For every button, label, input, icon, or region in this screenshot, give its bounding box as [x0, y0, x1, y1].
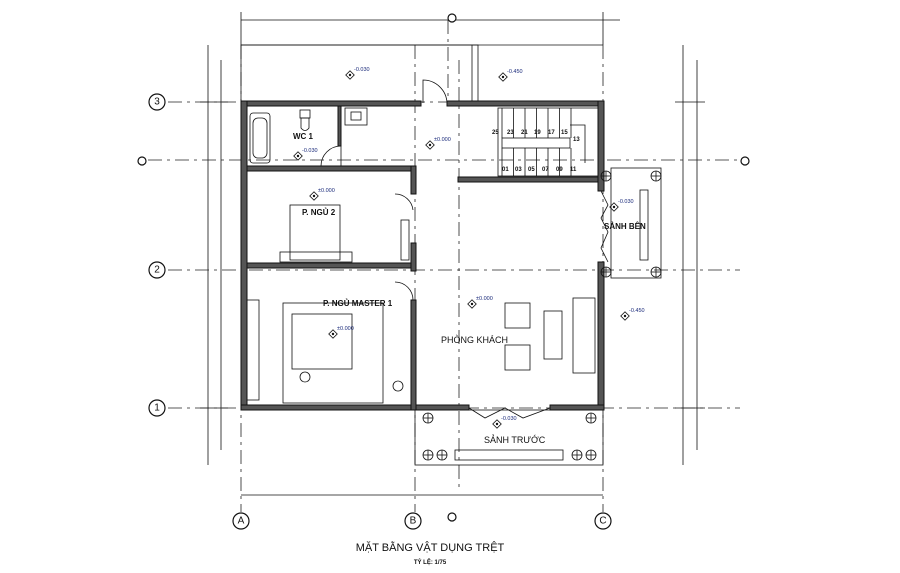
column-icon	[600, 170, 612, 182]
svg-text:A: A	[238, 516, 245, 527]
svg-text:01: 01	[502, 167, 509, 173]
level-marker: -0.030	[345, 67, 370, 80]
level-marker: ±0.000	[309, 188, 335, 201]
column-icon	[571, 449, 583, 461]
column-icon	[600, 266, 612, 278]
svg-text:2: 2	[154, 265, 160, 276]
room-label-bedroom-2: P. NGỦ 2	[302, 208, 336, 217]
room-label-front-lobby: SẢNH TRƯỚC	[484, 434, 546, 445]
column-icon	[436, 449, 448, 461]
staircase	[497, 107, 599, 177]
svg-text:3: 3	[154, 97, 160, 108]
level-marker: -0.030	[609, 199, 634, 212]
svg-text:19: 19	[534, 130, 541, 136]
level-markers: -0.030 -0.450 -0.030 ±0.000 ±0.000 ±0.000 ±0.0…	[293, 67, 645, 429]
room-label-living-room: PHÒNG KHÁCH	[441, 335, 508, 345]
stair-numbers-top: 25 23 21 19 17 15 13	[492, 130, 580, 143]
svg-text:05: 05	[528, 167, 535, 173]
level-marker: -0.450	[498, 69, 523, 82]
level-text: -0.450	[629, 308, 645, 314]
grid-bubble-C: C	[594, 512, 612, 530]
svg-text:07: 07	[542, 167, 549, 173]
level-text: -0.030	[618, 199, 634, 205]
svg-text:B: B	[410, 516, 417, 527]
column-icon	[585, 449, 597, 461]
svg-text:03: 03	[515, 167, 522, 173]
drawing-title: MẶT BẰNG VẬT DỤNG TRỆT	[356, 541, 505, 554]
grid-bubble-2: 2	[148, 261, 166, 279]
column-icon	[650, 170, 662, 182]
level-marker: -0.450	[620, 308, 645, 321]
room-label-side-lobby: SẢNH BÊN	[604, 222, 646, 231]
level-marker: -0.030	[293, 148, 318, 161]
grid-bubble-3: 3	[148, 93, 166, 111]
svg-text:11: 11	[570, 167, 577, 173]
svg-text:25: 25	[492, 130, 499, 136]
grid-bubble-A: A	[232, 512, 250, 530]
column-icon	[585, 412, 597, 424]
level-marker: ±0.000	[328, 326, 354, 339]
svg-text:1: 1	[154, 403, 160, 414]
grid-axes	[137, 20, 750, 512]
column-icon	[422, 449, 434, 461]
svg-text:23: 23	[507, 130, 514, 136]
yard-outline	[240, 44, 479, 103]
furniture	[246, 107, 662, 466]
stair-numbers-bottom: 01 03 05 07 09 11	[502, 167, 577, 173]
level-marker: ±0.000	[467, 296, 493, 309]
walls	[240, 100, 605, 411]
column-icon	[422, 412, 434, 424]
svg-text:C: C	[599, 516, 606, 527]
level-text: ±0.000	[434, 137, 451, 143]
level-text: -0.030	[501, 416, 517, 422]
svg-text:15: 15	[561, 130, 568, 136]
svg-text:21: 21	[521, 130, 528, 136]
column-icon	[650, 266, 662, 278]
level-text: -0.450	[507, 69, 523, 75]
svg-text:13: 13	[573, 137, 580, 143]
drawing-scale: TỶ LỆ: 1/75	[414, 558, 447, 566]
level-text: ±0.000	[318, 188, 335, 194]
grid-bubble-B: B	[404, 512, 422, 530]
level-text: -0.030	[354, 67, 370, 73]
doors	[320, 79, 609, 419]
svg-text:09: 09	[556, 167, 563, 173]
level-text: ±0.000	[337, 326, 354, 332]
level-text: -0.030	[302, 148, 318, 154]
level-text: ±0.000	[476, 296, 493, 302]
level-marker: -0.030	[492, 416, 517, 429]
level-marker: ±0.000	[425, 137, 451, 150]
room-label-master-bedroom: P. NGỦ MASTER 1	[323, 299, 393, 308]
svg-text:17: 17	[548, 130, 555, 136]
grid-bubble-1: 1	[148, 399, 166, 417]
room-label-wc: WC 1	[293, 132, 314, 141]
